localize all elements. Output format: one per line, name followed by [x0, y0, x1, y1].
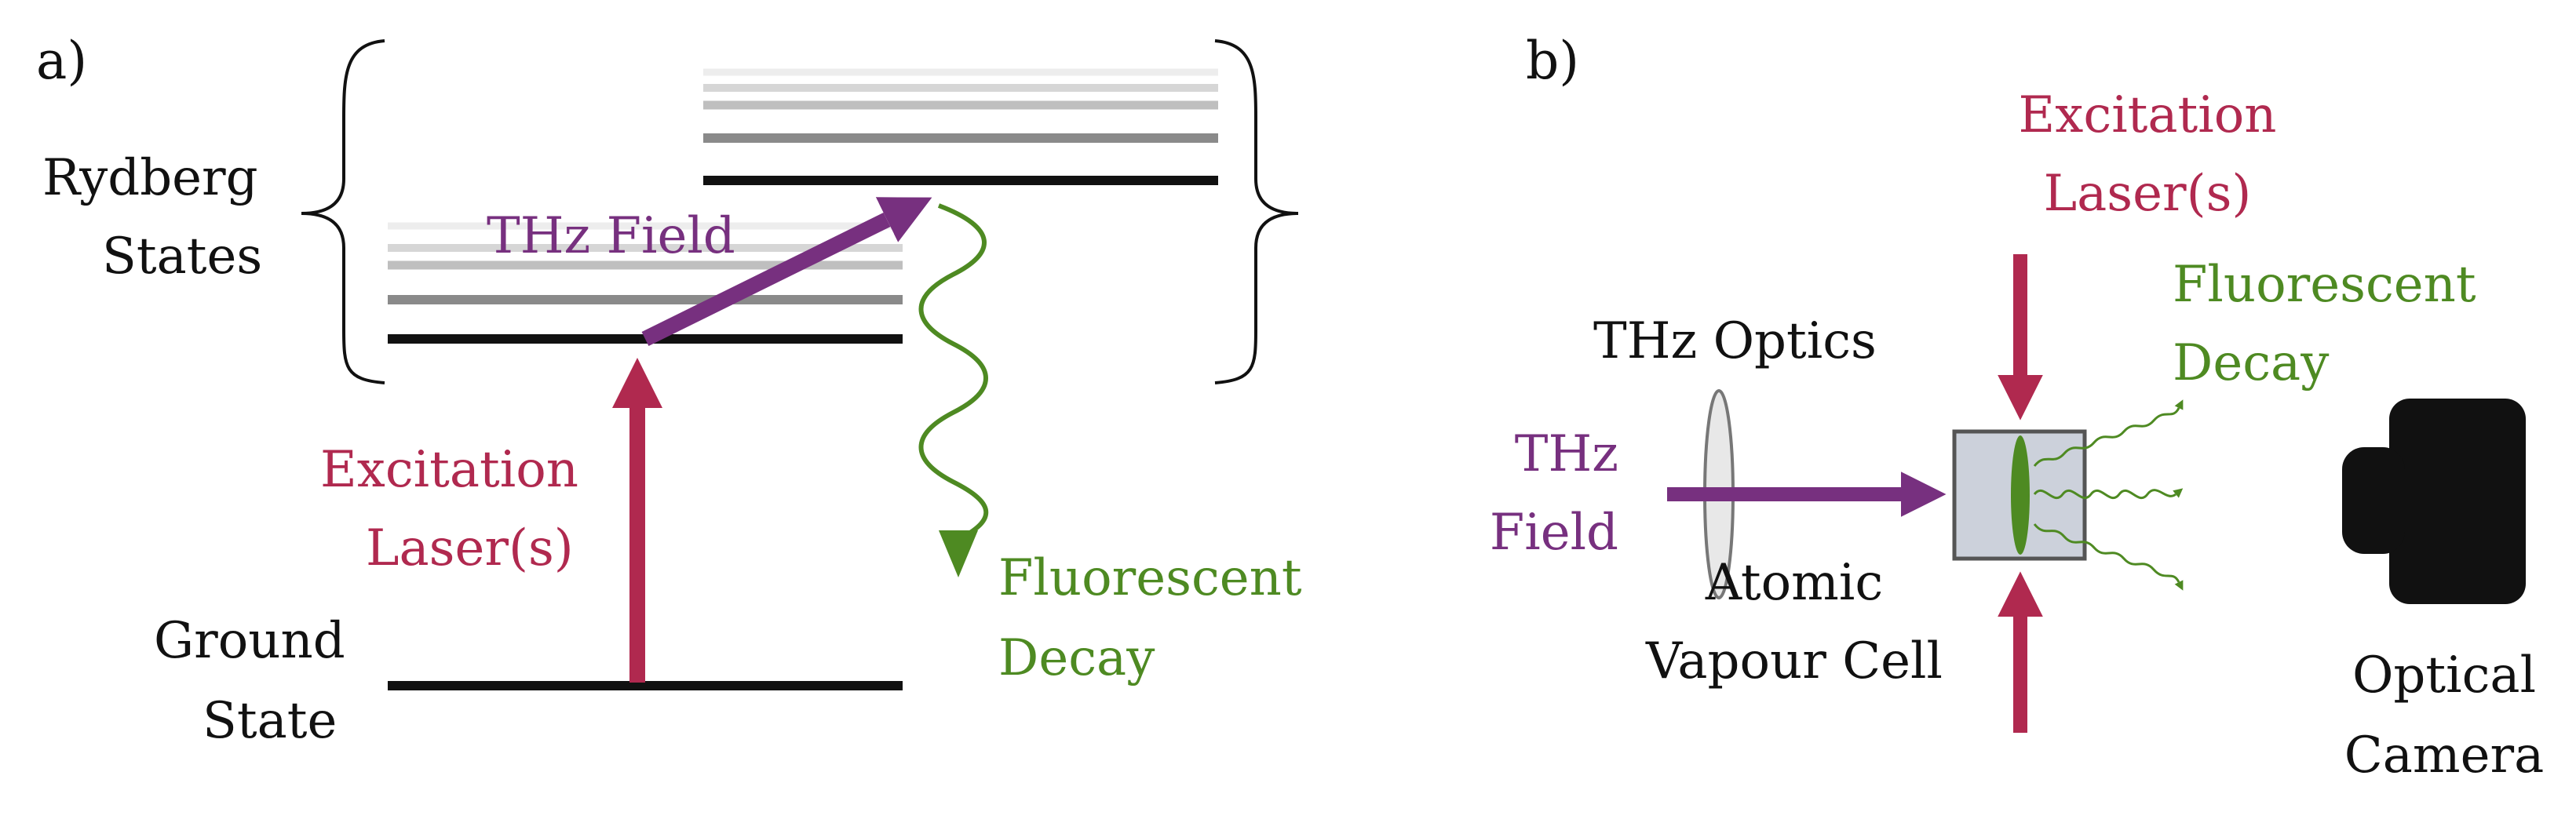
vapour-cell-label-line2: Vapour Cell — [1645, 632, 1943, 690]
thz-field-label-line1: THz — [1515, 425, 1618, 483]
fluorescent-decay-arrowhead-a — [939, 530, 978, 577]
thz-field-label-line2: Field — [1490, 504, 1618, 562]
fluorescent-emission-wave-1 — [2033, 399, 2184, 467]
excitation-label-a-line2: Laser(s) — [366, 519, 574, 577]
left-brace — [301, 39, 385, 384]
fluorescent-label-b-line1: Fluorescent — [2173, 256, 2476, 314]
excitation-label-b-line2: Laser(s) — [2044, 165, 2252, 223]
thz-optics-label: THz Optics — [1593, 312, 1877, 370]
panel-a: a) Rydberg States Ground State — [36, 31, 1302, 750]
fluorescent-decay-wave-a — [918, 203, 989, 544]
rydberg-levels-upper — [703, 68, 1218, 185]
panel-a-label: a) — [36, 31, 87, 91]
fluorescent-label-a-line1: Fluorescent — [998, 549, 1302, 607]
right-brace — [1214, 39, 1299, 384]
camera-label-line1: Optical — [2352, 646, 2536, 705]
vapour-cell-label-line1: Atomic — [1705, 554, 1883, 612]
thz-arrow-a — [641, 197, 932, 346]
excitation-label-b-line1: Excitation — [2019, 86, 2277, 144]
rydberg-label-line1: Rydberg — [42, 149, 258, 207]
fluorescent-region — [2011, 435, 2030, 555]
fluorescent-emission-wave-2 — [2033, 488, 2184, 500]
ground-label-line1: Ground — [154, 612, 345, 670]
fluorescent-label-a-line2: Decay — [998, 629, 1155, 687]
camera-icon — [2342, 399, 2526, 604]
fluorescent-label-b-line2: Decay — [2173, 334, 2329, 392]
excitation-label-a-line1: Excitation — [320, 441, 578, 499]
thz-label-a: THz Field — [487, 207, 735, 265]
camera-label-line2: Camera — [2344, 726, 2544, 785]
rydberg-label-line2: States — [102, 228, 262, 286]
panel-b: b) Excitation Laser(s) Fluorescent Decay… — [1490, 31, 2544, 785]
fluorescent-emission-wave-3 — [2033, 523, 2184, 591]
panel-b-label: b) — [1526, 31, 1579, 91]
ground-label-line2: State — [203, 692, 337, 750]
